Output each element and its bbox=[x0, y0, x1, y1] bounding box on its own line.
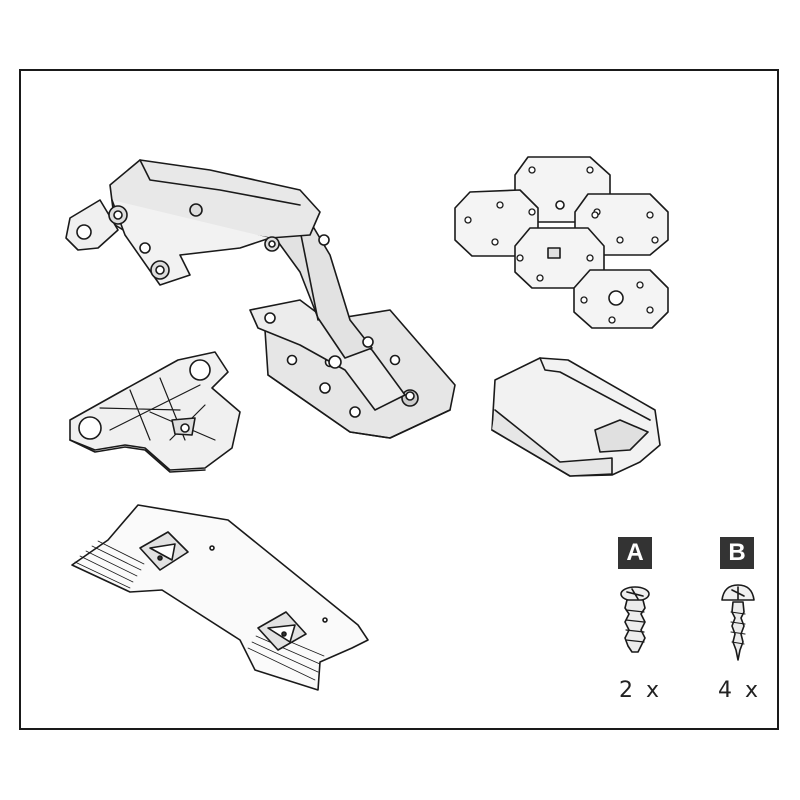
pan-head-screw-icon bbox=[721, 584, 755, 661]
screw-b-quantity: 4 x bbox=[718, 678, 762, 703]
screw-b-label: B bbox=[720, 537, 754, 569]
screw-a-label: A bbox=[618, 537, 652, 569]
mounting-plate-icon bbox=[69, 351, 241, 473]
diagram-frame bbox=[19, 69, 779, 730]
template-icon bbox=[71, 504, 369, 691]
cover-cap-icon bbox=[491, 357, 661, 477]
spacer-plates-icon bbox=[454, 156, 669, 329]
hinge-icon bbox=[65, 159, 456, 439]
screw-a-quantity: 2 x bbox=[619, 678, 663, 703]
euro-screw-icon bbox=[620, 586, 650, 653]
